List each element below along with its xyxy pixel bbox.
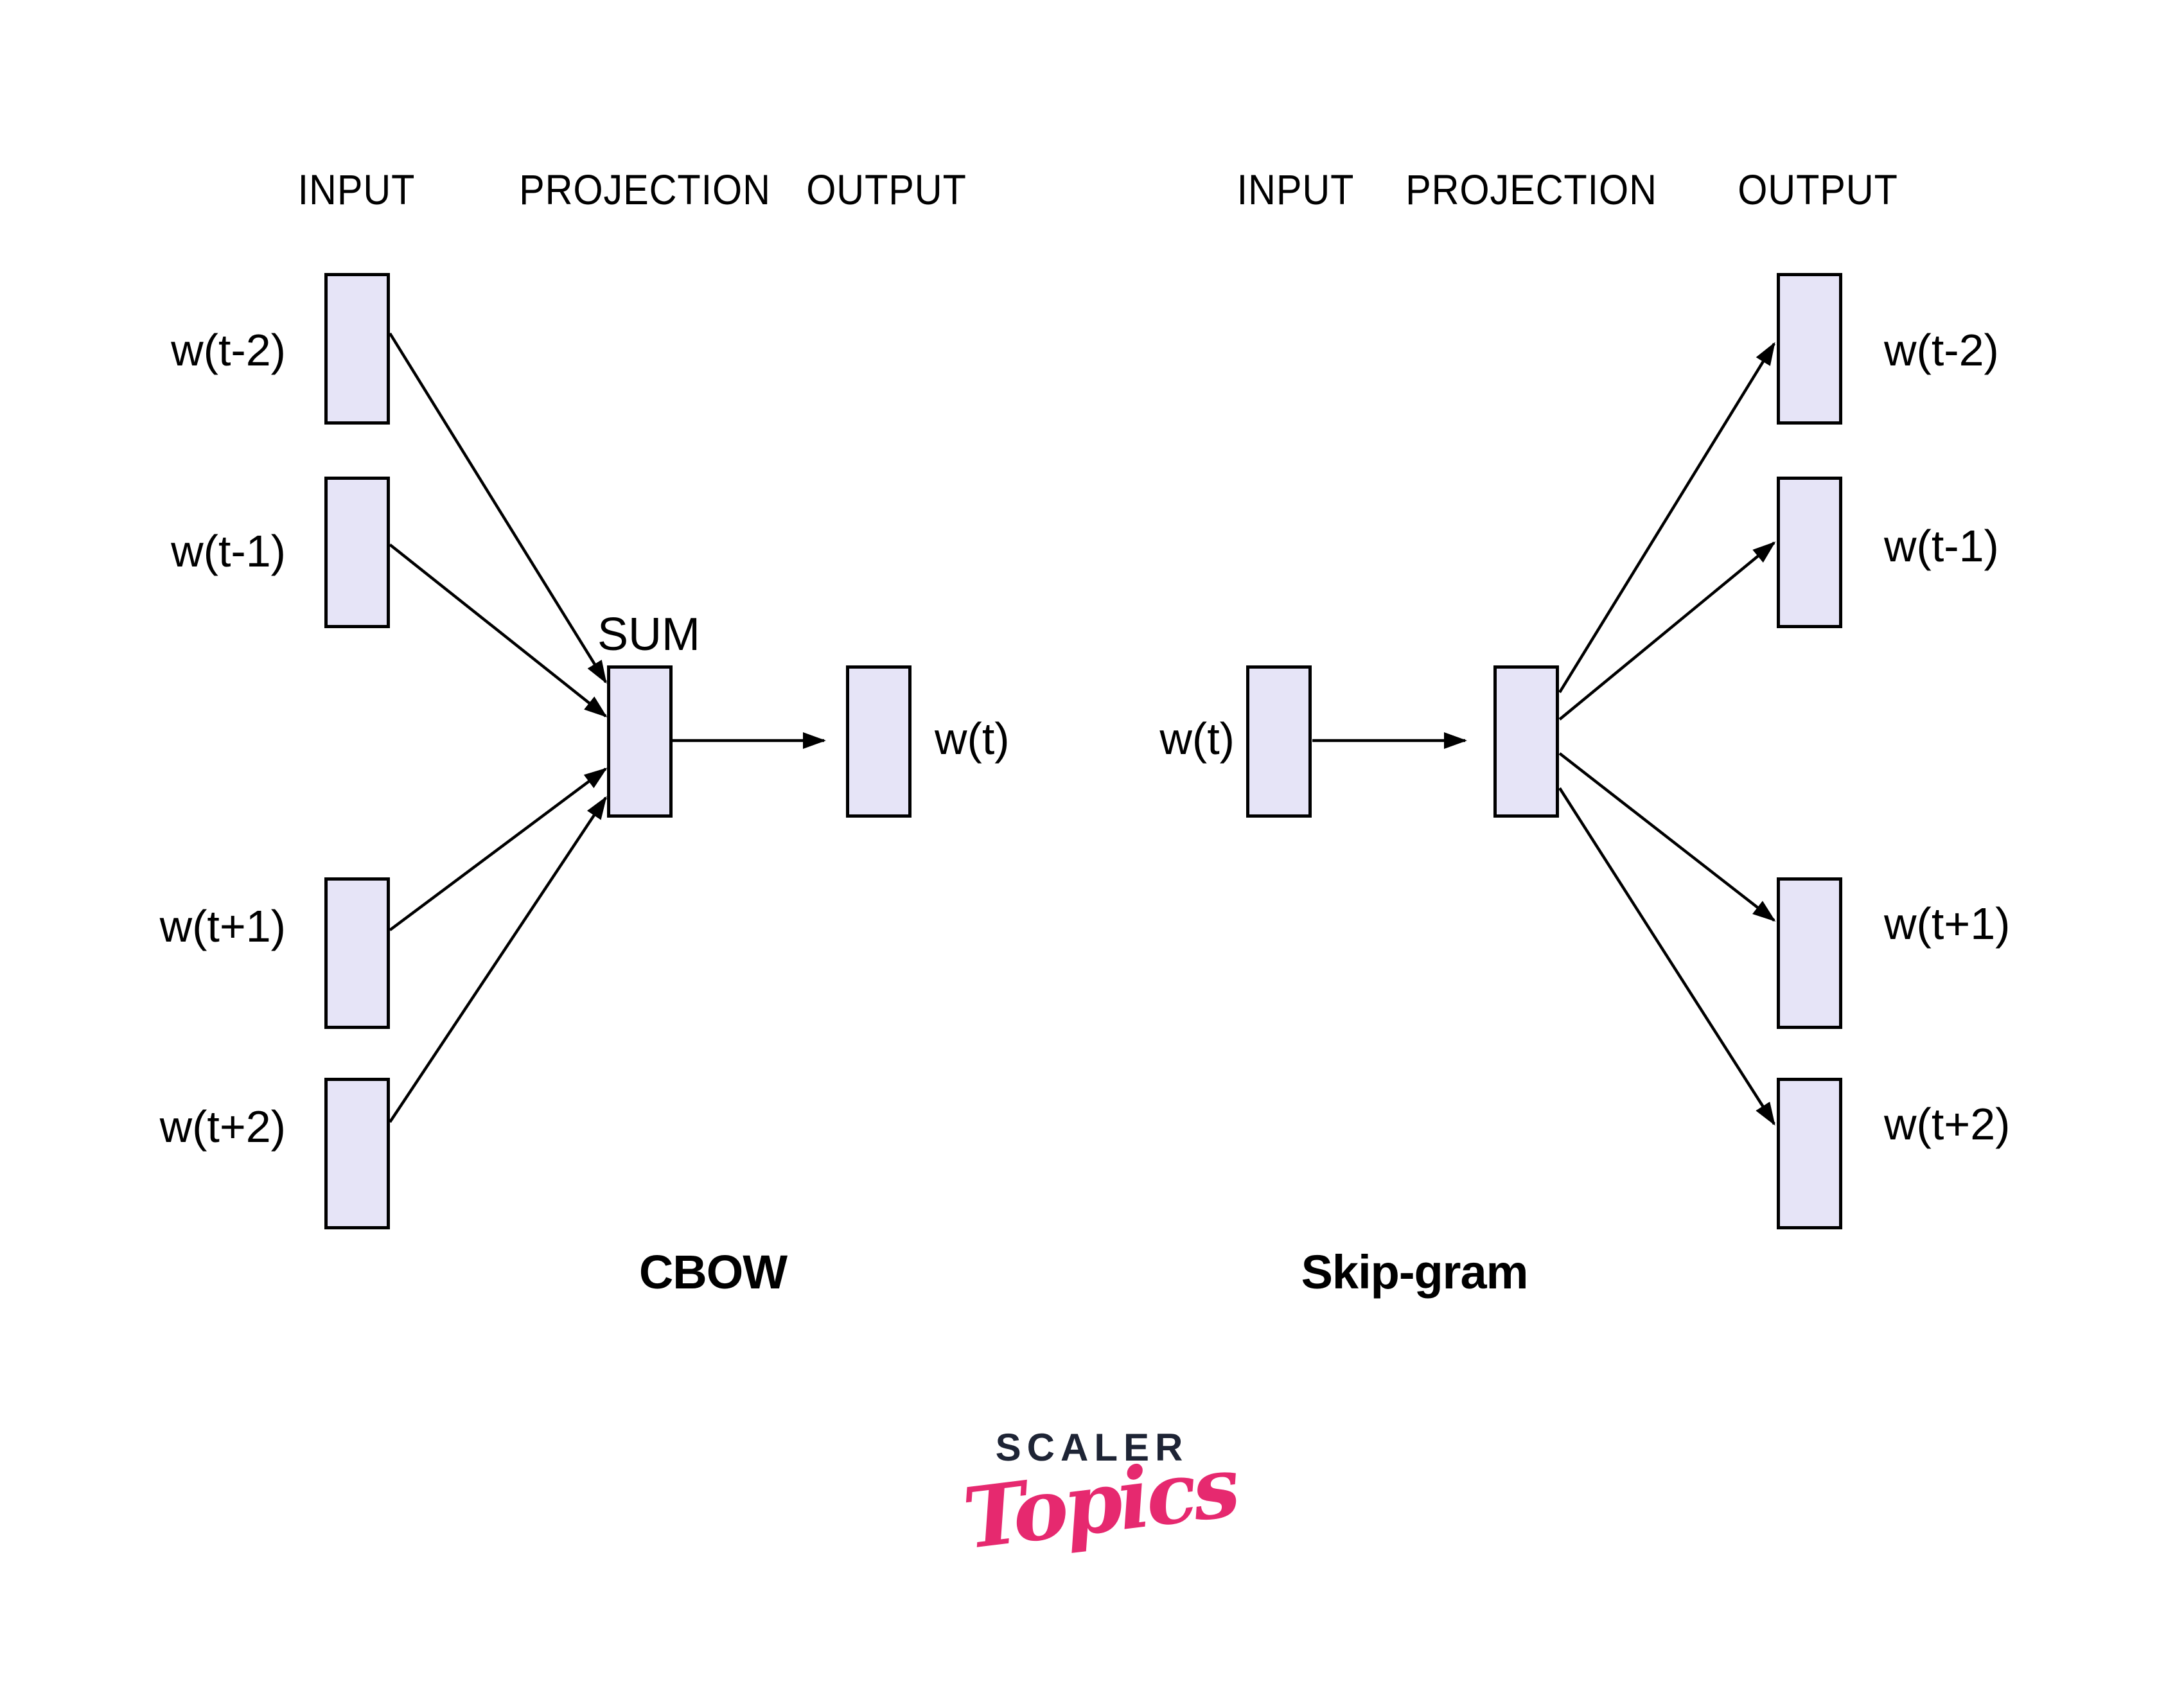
cbow-connector-input1-to-sum	[389, 332, 607, 684]
cbow-input-box-1	[324, 273, 390, 425]
cbow-input-box-4	[324, 1078, 390, 1229]
cbow-output-box	[846, 665, 911, 818]
skipgram-connector-proj-to-output2	[1558, 541, 1776, 721]
cbow-header-output: OUTPUT	[806, 166, 967, 213]
skipgram-header-output: OUTPUT	[1738, 166, 1898, 213]
skipgram-connector-proj-to-output3	[1558, 752, 1776, 922]
cbow-input-label-4: w(t+2)	[159, 1102, 286, 1152]
skipgram-output-label-4: w(t+2)	[1884, 1099, 2011, 1149]
skipgram-output-box-4	[1777, 1078, 1842, 1229]
skipgram-input-label: w(t)	[1159, 714, 1235, 764]
skipgram-header-projection: PROJECTION	[1405, 166, 1657, 213]
skipgram-connector-proj-to-output4	[1558, 787, 1775, 1126]
cbow-output-label: w(t)	[935, 714, 1010, 764]
skipgram-output-label-1: w(t-2)	[1884, 325, 1999, 375]
scaler-logo-wordmark: SCALER	[995, 1426, 1189, 1469]
cbow-header-input: INPUT	[297, 166, 416, 213]
cbow-input-label-3: w(t+1)	[159, 901, 286, 951]
cbow-connector-input4-to-sum	[389, 796, 607, 1123]
cbow-input-box-2	[324, 477, 390, 628]
cbow-input-label-1: w(t-2)	[171, 325, 286, 375]
cbow-connector-input3-to-sum	[389, 768, 608, 931]
skipgram-output-label-3: w(t+1)	[1884, 899, 2011, 949]
cbow-input-box-3	[324, 877, 390, 1029]
cbow-projection-box	[607, 665, 673, 818]
cbow-title: CBOW	[638, 1245, 788, 1299]
skipgram-output-box-1	[1777, 273, 1842, 425]
skipgram-output-box-2	[1777, 477, 1842, 628]
skipgram-output-box-3	[1777, 877, 1842, 1029]
skipgram-connector-proj-to-output1	[1558, 342, 1775, 694]
skipgram-title: Skip-gram	[1301, 1245, 1529, 1299]
skipgram-projection-box	[1493, 665, 1559, 818]
cbow-header-projection: PROJECTION	[519, 166, 771, 213]
skipgram-input-box	[1246, 665, 1312, 818]
skipgram-output-label-2: w(t-1)	[1884, 521, 1999, 571]
skipgram-header-input: INPUT	[1237, 166, 1355, 213]
cbow-connector-input2-to-sum	[389, 543, 608, 717]
cbow-sum-label: SUM	[597, 609, 700, 660]
cbow-input-label-2: w(t-1)	[171, 526, 286, 576]
